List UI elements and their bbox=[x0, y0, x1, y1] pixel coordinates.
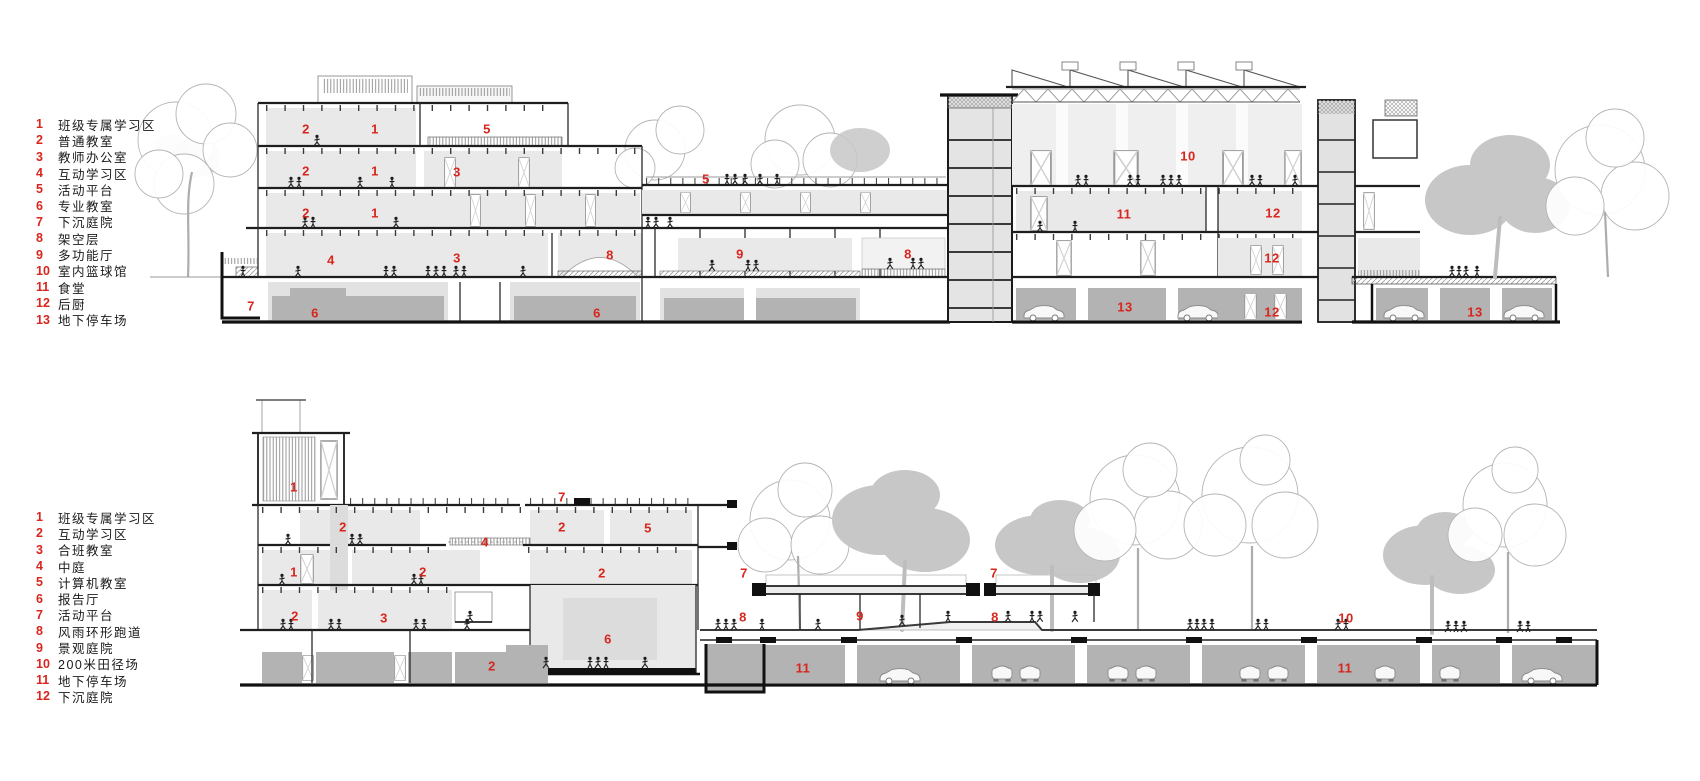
legend-item-label: 室内篮球馆 bbox=[58, 265, 129, 280]
legend-item-number: 1 bbox=[36, 510, 43, 525]
legend-item-label: 班级专属学习区 bbox=[58, 511, 157, 526]
legend-item-label: 活动平台 bbox=[58, 183, 115, 198]
underground-parking bbox=[700, 637, 1599, 694]
legend-item-label: 专业教室 bbox=[58, 200, 115, 215]
legend-item-label: 多功能厅 bbox=[58, 249, 115, 264]
legend-item: 1 班级专属学习区 bbox=[36, 509, 157, 526]
right-tower-wing bbox=[1317, 99, 1560, 324]
legend-top: 1 班级专属学习区 2 普通教室 3 教师办公室 4 互动学习区 5 活动平台 … bbox=[36, 116, 156, 328]
legend-item: 9 多功能厅 bbox=[36, 246, 156, 264]
tree-right-icons bbox=[1425, 108, 1670, 279]
legend-item-number: 11 bbox=[36, 280, 50, 295]
legend-item: 12 后厨 bbox=[36, 295, 156, 312]
legend-item-number: 10 bbox=[36, 656, 50, 671]
tree-left-icon bbox=[134, 83, 259, 278]
legend-item: 8 架空层 bbox=[36, 230, 156, 247]
legend-item-number: 4 bbox=[36, 559, 43, 574]
legend-item: 3 合班教室 bbox=[36, 542, 156, 559]
legend-item-number: 7 bbox=[36, 607, 43, 622]
legend-item: 7 下沉庭院 bbox=[36, 214, 156, 231]
legend-item: 2 普通教室 bbox=[36, 132, 156, 149]
legend-item-number: 1 bbox=[36, 117, 43, 132]
legend-item-label: 活动平台 bbox=[58, 609, 115, 624]
legend-item: 11 地下停车场 bbox=[36, 672, 156, 689]
legend-item-label: 食堂 bbox=[58, 281, 87, 296]
legend-item: 4 中庭 bbox=[36, 558, 156, 575]
legend-item-number: 9 bbox=[36, 247, 43, 262]
legend-item-label: 班级专属学习区 bbox=[58, 118, 157, 133]
section-bottom-drawing bbox=[240, 399, 1599, 694]
legend-item-label: 200米田径场 bbox=[58, 658, 140, 673]
legend-item-label: 计算机教室 bbox=[58, 576, 129, 591]
legend-item: 12 下沉庭院 bbox=[36, 688, 156, 705]
legend-item: 11 食堂 bbox=[36, 279, 156, 296]
section-top-drawing bbox=[134, 61, 1670, 324]
legend-item: 9 景观庭院 bbox=[36, 639, 156, 657]
legend-item-label: 下沉庭院 bbox=[58, 216, 115, 231]
legend-item-label: 风雨环形跑道 bbox=[58, 625, 143, 640]
gym-hall bbox=[1006, 61, 1420, 324]
legend-item-label: 下沉庭院 bbox=[58, 690, 115, 705]
legend-item-label: 后厨 bbox=[58, 297, 87, 312]
trees-bottom-icons bbox=[737, 434, 1567, 635]
legend-item-label: 报告厅 bbox=[58, 593, 101, 608]
legend-item-number: 2 bbox=[36, 526, 43, 541]
bridge-corridor bbox=[642, 176, 950, 324]
left-school-building bbox=[240, 399, 700, 687]
legend-item: 10 200米田径场 bbox=[36, 656, 156, 673]
legend-item-label: 架空层 bbox=[58, 232, 101, 247]
legend-bottom: 1 班级专属学习区 2 互动学习区 3 合班教室 4 中庭 5 计算机教室 6 … bbox=[36, 509, 156, 705]
legend-item-number: 6 bbox=[36, 198, 43, 213]
legend-item: 6 专业教室 bbox=[36, 197, 156, 215]
legend-item-number: 10 bbox=[36, 263, 50, 278]
legend-item-label: 互动学习区 bbox=[58, 167, 129, 182]
legend-item-number: 8 bbox=[36, 624, 43, 639]
legend-item-number: 4 bbox=[36, 166, 43, 181]
legend-item-label: 普通教室 bbox=[58, 134, 115, 149]
legend-item: 6 报告厅 bbox=[36, 590, 156, 608]
legend-item-number: 11 bbox=[36, 673, 50, 688]
legend-item-label: 地下停车场 bbox=[58, 674, 129, 689]
legend-item-label: 景观庭院 bbox=[58, 642, 115, 657]
legend-item-label: 互动学习区 bbox=[58, 527, 129, 542]
legend-item: 5 计算机教室 bbox=[36, 574, 156, 591]
legend-item: 10 室内篮球馆 bbox=[36, 263, 156, 280]
legend-item: 8 风雨环形跑道 bbox=[36, 623, 156, 640]
legend-item-number: 8 bbox=[36, 231, 43, 246]
legend-item-number: 13 bbox=[36, 312, 50, 327]
stair-tower bbox=[940, 93, 1018, 323]
legend-item: 1 班级专属学习区 bbox=[36, 116, 157, 133]
legend-item: 2 互动学习区 bbox=[36, 525, 156, 542]
legend-item-label: 中庭 bbox=[58, 560, 87, 575]
legend-item-number: 3 bbox=[36, 149, 43, 164]
legend-item: 5 活动平台 bbox=[36, 181, 156, 198]
campus-ground-walkways bbox=[698, 500, 1597, 631]
legend-item-number: 9 bbox=[36, 640, 43, 655]
legend-item-label: 教师办公室 bbox=[58, 151, 129, 166]
legend-item: 13 地下停车场 bbox=[36, 312, 156, 329]
legend-item-number: 2 bbox=[36, 133, 43, 148]
legend-item-number: 5 bbox=[36, 182, 43, 197]
legend-item: 4 互动学习区 bbox=[36, 165, 156, 182]
legend-item-number: 12 bbox=[36, 296, 50, 311]
legend-item-number: 12 bbox=[36, 689, 50, 704]
legend-item-number: 5 bbox=[36, 575, 43, 590]
legend-item: 7 活动平台 bbox=[36, 607, 156, 624]
legend-item-label: 地下停车场 bbox=[58, 314, 129, 329]
legend-item-number: 6 bbox=[36, 591, 43, 606]
legend-item: 3 教师办公室 bbox=[36, 149, 156, 166]
legend-item-number: 3 bbox=[36, 542, 43, 557]
legend-item-number: 7 bbox=[36, 214, 43, 229]
legend-item-label: 合班教室 bbox=[58, 544, 115, 559]
left-building bbox=[220, 75, 643, 324]
